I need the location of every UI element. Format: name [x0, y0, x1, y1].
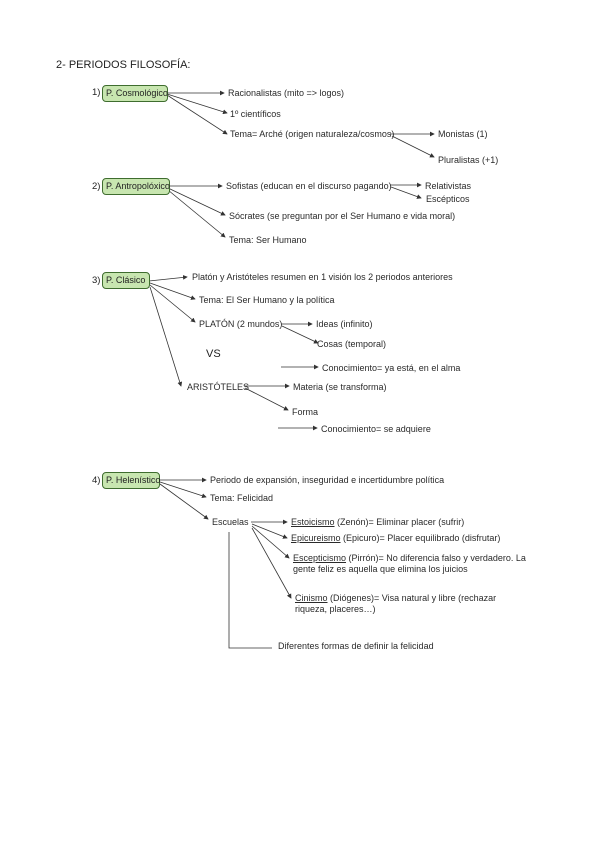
arrow-4-escepticismo [251, 525, 290, 559]
school-desc: (Pirrón)= No diferencia falso y verdader… [293, 553, 526, 574]
school-desc: (Diógenes)= Visa natural y libre (rechaz… [295, 593, 497, 614]
s3-platon: PLATÓN (2 mundos) [199, 319, 283, 329]
s2-socrates: Sócrates (se preguntan por el Ser Humano… [229, 211, 456, 221]
s1-monistas: Monistas (1) [438, 129, 488, 139]
school-name: Epicureismo [291, 533, 341, 543]
arrow-3-forma [244, 387, 289, 411]
s1-pluralistas: Pluralistas (+1) [438, 155, 499, 165]
s4-school-cinismo: Cinismo (Diógenes)= Visa natural y libre… [295, 593, 527, 615]
bracket-4-footer [228, 532, 272, 649]
school-desc: (Zenón)= Eliminar placer (sufrir) [334, 517, 465, 527]
arrow-4-tema [159, 481, 207, 499]
s3-aristoteles: ARISTÓTELES [187, 382, 250, 392]
s3-conocimiento-platon: Conocimiento= ya está, en el alma [322, 363, 461, 373]
s1-racionalistas: Racionalistas (mito => logos) [228, 88, 345, 98]
page-title: 2- PERIODOS FILOSOFÍA: [56, 59, 191, 71]
s1-cientificos: 1º científicos [230, 109, 281, 119]
section-3-number: 3) [92, 275, 101, 286]
arrow-1-cientificos [166, 93, 228, 115]
section-2-number: 2) [92, 181, 101, 192]
arrow-2-socrates [167, 187, 226, 216]
s3-ideas: Ideas (infinito) [316, 319, 373, 329]
school-desc: (Epicuro)= Placer equilibrado (disfrutar… [340, 533, 501, 543]
s3-forma: Forma [292, 407, 319, 417]
s4-tema: Tema: Felicidad [210, 493, 274, 503]
section-4-number: 4) [92, 475, 101, 486]
s3-tema: Tema: El Ser Humano y la política [199, 295, 335, 305]
section-3-box: P. Clásico [102, 272, 150, 289]
section-1-number: 1) [92, 87, 101, 98]
section-4-box: P. Helenístico [102, 472, 160, 489]
s1-tema: Tema= Arché (origen naturaleza/cosmos) [230, 129, 395, 139]
s3-conocimiento-aristoteles: Conocimiento= se adquiere [321, 424, 431, 434]
arrow-3-resumen [148, 275, 188, 282]
s3-cosas: Cosas (temporal) [317, 339, 387, 349]
arrow-1-tema [166, 94, 228, 135]
arrow-2-escepticos [390, 186, 422, 199]
s2-tema: Tema: Ser Humano [229, 235, 307, 245]
vs-label: VS [206, 348, 221, 360]
s4-school-estoicismo: Estoicismo (Zenón)= Eliminar placer (suf… [291, 517, 464, 528]
s3-materia: Materia (se transforma) [293, 382, 387, 392]
section-1-box: P. Cosmológico [102, 85, 168, 102]
school-name: Escepticismo [293, 553, 347, 563]
arrow-4-cinismo [251, 527, 292, 599]
arrow-4-escuelas [159, 483, 209, 520]
s4-footer: Diferentes formas de definir la felicida… [278, 641, 434, 651]
arrow-3-tema [149, 282, 196, 300]
arrow-1-pluralistas [391, 135, 435, 158]
arrow-2-tema [167, 189, 226, 238]
s4-school-epicureismo: Epicureismo (Epicuro)= Placer equilibrad… [291, 533, 500, 544]
section-2-box: P. Antropolóxico [102, 178, 170, 195]
s4-periodo: Periodo de expansión, inseguridad e ince… [210, 475, 445, 485]
arrow-4-epicureismo [251, 523, 288, 539]
s4-school-escepticismo: Escepticismo (Pirrón)= No diferencia fal… [293, 553, 531, 575]
arrow-3-platon [149, 284, 196, 323]
s2-escepticos: Escépticos [426, 194, 470, 204]
school-name: Estoicismo [291, 517, 335, 527]
s4-escuelas: Escuelas [212, 517, 249, 527]
s2-relativistas: Relativistas [425, 181, 472, 191]
s2-sofistas: Sofistas (educan en el discurso pagando) [226, 181, 392, 191]
arrow-3-aristoteles [149, 286, 183, 387]
school-name: Cinismo [295, 593, 328, 603]
arrow-3-cosas [281, 325, 319, 344]
s3-resumen: Platón y Aristóteles resumen en 1 visión… [192, 272, 453, 282]
